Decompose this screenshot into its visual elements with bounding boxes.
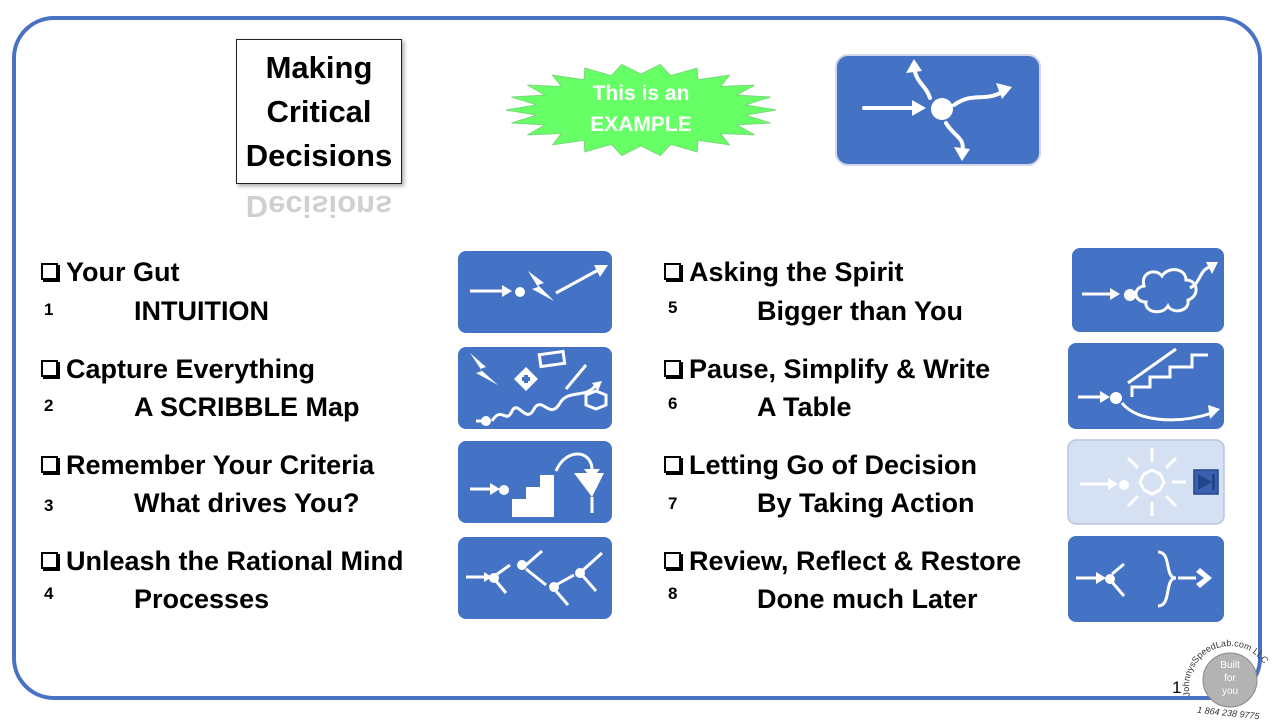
simplify-stairs-icon [1068,343,1224,429]
item-heading: Unleash the Rational Mind [66,546,404,576]
item-subtitle: Processes [134,584,270,614]
item-number: 2 [44,396,54,415]
title-reflection: Decisions [245,189,393,224]
checkbox-icon [41,456,58,473]
item-heading: Asking the Spirit [689,257,904,287]
stamp-phone: 1 864 238 9775 [1197,705,1261,720]
item-heading: Remember Your Criteria [66,450,375,480]
checkbox-icon [664,552,681,569]
item-heading: Pause, Simplify & Write [689,354,991,384]
intuition-lightning-icon [458,251,612,333]
review-brace-icon [1068,536,1224,622]
item-heading: Review, Reflect & Restore [689,546,1022,576]
item-subtitle: Done much Later [757,584,978,614]
item-subtitle: INTUITION [134,296,269,326]
title-line-1: Making [265,49,373,85]
item-subtitle: Bigger than You [757,296,964,326]
page-number: 1 [1172,678,1182,697]
decision-branch-icon [835,54,1041,166]
process-branches-icon [458,537,612,619]
stamp-line-2: for [1224,673,1236,684]
item-subtitle: A SCRIBBLE Map [134,392,360,422]
slide-frame [12,16,1262,700]
item-number: 6 [668,394,678,413]
page-title: Making Critical Decisions [236,39,402,184]
example-badge-line-1: This is an [592,82,690,105]
item-number: 5 [668,298,678,317]
example-badge: This is an EXAMPLE [504,78,778,140]
title-line-2: Critical [266,93,372,129]
item-heading: Your Gut [66,257,180,287]
item-heading: Capture Everything [66,354,316,384]
company-stamp: JohnnysSpeedLab.com LLC Built for you 1 … [1181,638,1271,720]
checkbox-icon [41,263,58,280]
scribble-map-icon [458,347,612,429]
checkbox-icon [41,552,58,569]
stamp-line-3: you [1222,686,1238,697]
item-number: 7 [668,494,678,513]
example-badge-line-2: EXAMPLE [590,113,692,136]
checkbox-icon [664,360,681,377]
stamp-line-1: Built [1220,660,1240,671]
checkbox-icon [41,360,58,377]
spirit-cloud-icon [1072,248,1224,332]
item-number: 1 [44,300,54,319]
checkbox-icon [664,456,681,473]
item-number: 8 [668,584,678,603]
example-starburst-icon [505,63,777,157]
item-subtitle: A Table [757,392,852,422]
item-number: 4 [44,584,54,603]
checkbox-icon [664,263,681,280]
item-subtitle: What drives You? [134,488,360,518]
criteria-stairs-filter-icon [458,441,612,523]
item-number: 3 [44,496,54,515]
action-sunburst-icon [1067,439,1225,525]
item-heading: Letting Go of Decision [689,450,977,480]
item-subtitle: By Taking Action [757,488,975,518]
title-line-3: Decisions [245,137,393,173]
